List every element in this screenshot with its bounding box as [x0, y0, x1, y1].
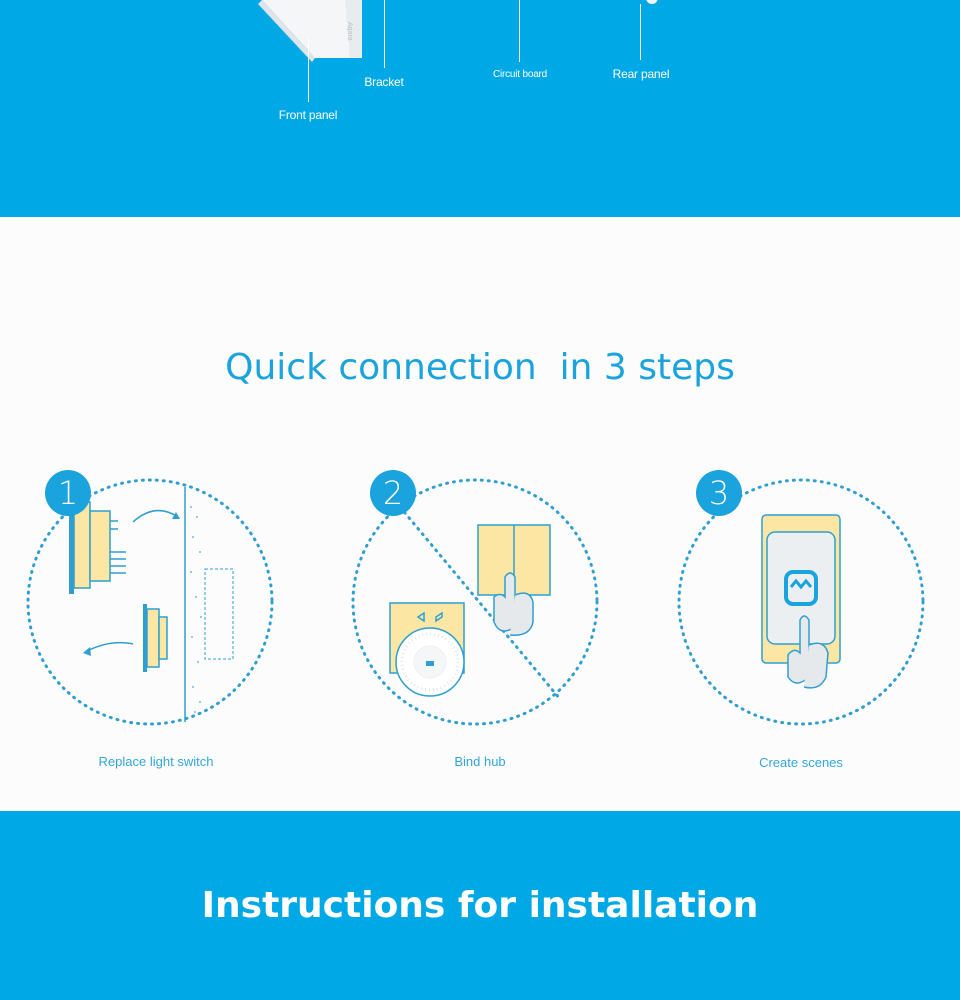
installation-title: Instructions for installation [201, 885, 759, 926]
leader-line [640, 4, 641, 60]
step-number-badge: 1 [45, 470, 91, 516]
bind-hub-illustration [351, 478, 599, 726]
step-number-badge: 3 [696, 470, 742, 516]
section-title: Quick connection in 3 steps [225, 347, 735, 388]
front-panel-device: Aqara [258, 0, 658, 62]
brand-mark: Aqara [346, 22, 353, 41]
quick-connection-section: Quick connection in 3 steps [0, 217, 960, 811]
step-caption: Replace light switch [98, 754, 214, 769]
create-scenes-illustration [677, 478, 925, 726]
step-bind-hub: 2 [350, 470, 610, 737]
front-panel-label: Front panel [278, 108, 338, 122]
components-banner: Aqara Front panel Bracket Circuit board … [0, 0, 960, 217]
step-replace-switch: 1 [25, 470, 285, 737]
step-number: 1 [58, 474, 78, 512]
step-number: 3 [709, 474, 729, 512]
leader-line [308, 38, 309, 102]
step-number-badge: 2 [370, 470, 416, 516]
rear-panel-label: Rear panel [612, 67, 670, 81]
bracket-label: Bracket [364, 75, 404, 89]
step-caption: Create scenes [759, 755, 843, 770]
step-create-scenes: 3 [676, 470, 936, 737]
replace-switch-illustration [26, 478, 274, 726]
circuit-board-label: Circuit board [492, 69, 548, 80]
leader-line [519, 0, 520, 62]
leader-line [384, 0, 385, 68]
step-number: 2 [383, 474, 403, 512]
installation-banner: Instructions for installation [0, 811, 960, 1000]
step-caption: Bind hub [454, 754, 506, 769]
